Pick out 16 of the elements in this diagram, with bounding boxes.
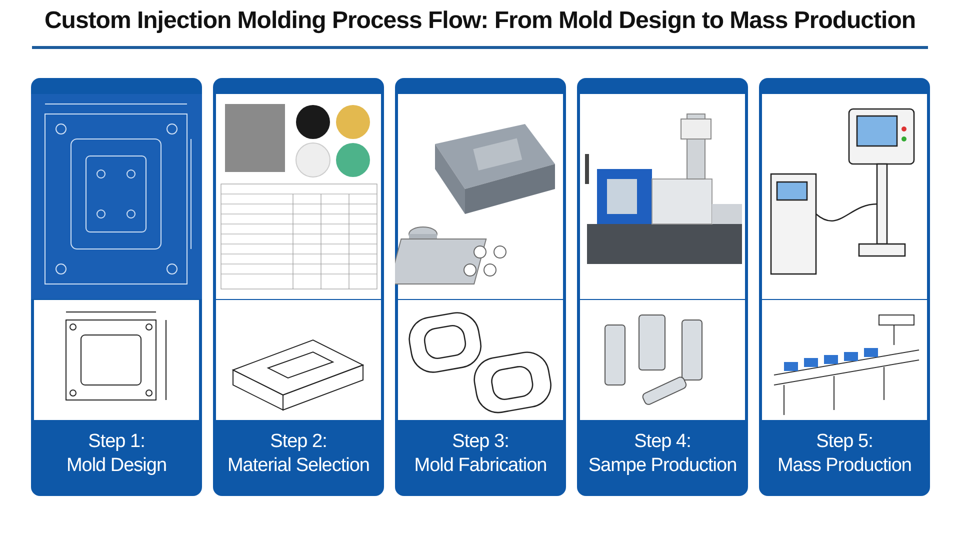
step-number: Step 4: — [634, 430, 691, 454]
step-number: Step 1: — [88, 430, 145, 454]
step-name: Sampe Production — [588, 454, 737, 478]
step-card — [395, 78, 566, 496]
step-card — [577, 78, 748, 496]
step-number: Step 2: — [270, 430, 327, 454]
step-name: Mold Design — [66, 454, 167, 478]
step-name: Mass Production — [777, 454, 912, 478]
title: Custom Injection Molding Process Flow: From Mold Design to Mass Production — [43, 6, 917, 36]
step-number: Step 3: — [452, 430, 509, 454]
step-name: Material Selection — [227, 454, 370, 478]
step-number: Step 5: — [816, 430, 873, 454]
step-card — [31, 78, 202, 496]
step-card — [213, 78, 384, 496]
step-card — [759, 78, 930, 496]
step-name: Mold Fabrication — [414, 454, 547, 478]
